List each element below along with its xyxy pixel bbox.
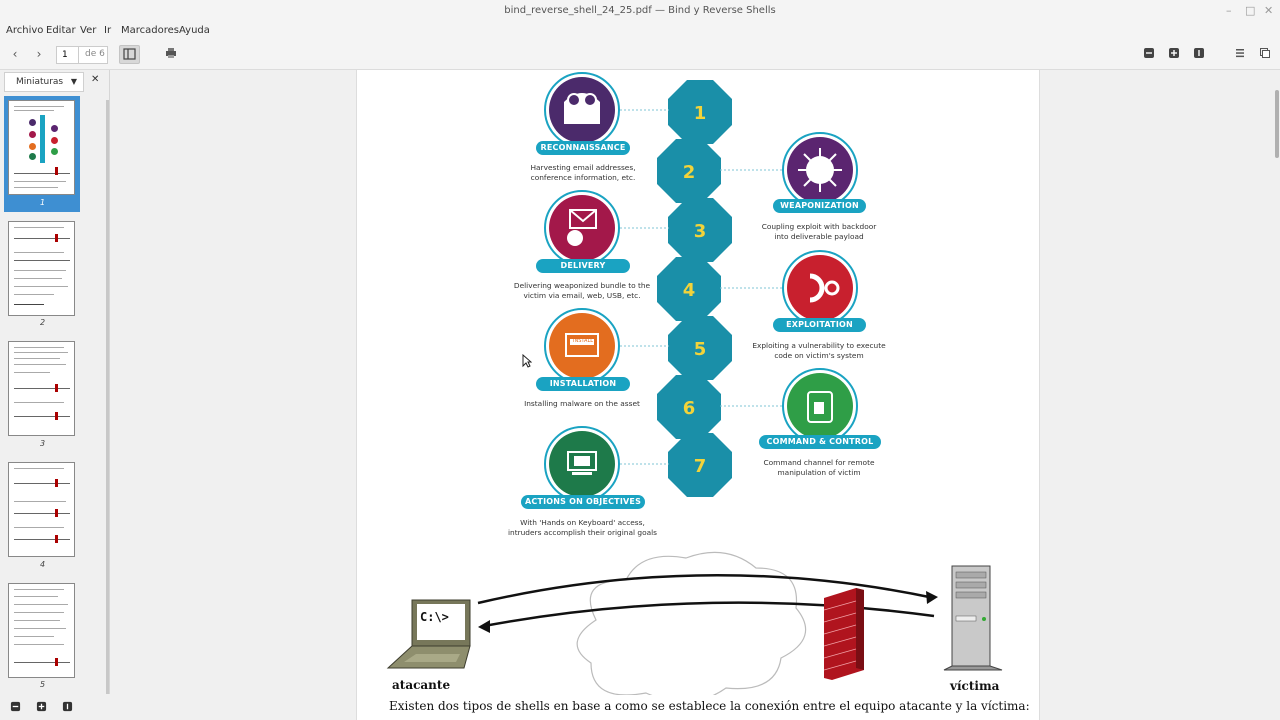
menu-ir[interactable]: Ir [104, 25, 112, 36]
minimize-icon[interactable]: – [1226, 4, 1232, 17]
step-title: EXPLOITATION [773, 318, 866, 332]
step-title: ACTIONS ON OBJECTIVES [521, 495, 645, 509]
step-title: WEAPONIZATION [773, 199, 866, 213]
menu-ayuda[interactable]: Ayuda [179, 25, 210, 36]
menu-marcadores[interactable]: Marcadores [121, 25, 179, 36]
step-number: 3 [694, 221, 707, 242]
thumbnail-number: 4 [40, 560, 46, 569]
sidebar-mode-label: Miniaturas [16, 77, 64, 87]
sidebar-scrollbar[interactable] [106, 100, 109, 720]
victim-label: víctima [950, 679, 1000, 693]
close-sidebar-icon[interactable]: ✕ [91, 74, 100, 85]
actual-size-icon[interactable] [62, 701, 73, 712]
thumbnail-number: 3 [40, 439, 46, 448]
arrow-to-attacker [483, 601, 935, 628]
server-icon [943, 565, 1003, 671]
back-icon[interactable]: ‹ [12, 47, 18, 61]
zoom-in-button[interactable] [1168, 47, 1180, 63]
attacker-label: atacante [392, 678, 451, 692]
viewer-scrollbar[interactable] [1275, 90, 1279, 158]
step-number: 7 [694, 456, 707, 477]
presentation-button[interactable] [1259, 47, 1271, 63]
menu-editar[interactable]: Editar [46, 25, 76, 36]
window-title-bar: bind_reverse_shell_24_25.pdf — Bind y Re… [0, 0, 1280, 22]
thumbnail-number: 2 [40, 318, 46, 327]
step-number: 1 [694, 103, 707, 124]
thumbnail-number: 1 [40, 198, 46, 207]
step-title: DELIVERY [536, 259, 630, 273]
menu-button[interactable] [1234, 47, 1246, 63]
thumbnail-page-1[interactable] [8, 100, 75, 195]
page-selector: de 6 [56, 46, 108, 64]
maximize-icon[interactable]: □ [1245, 4, 1256, 17]
thumbnail-page-4[interactable] [8, 462, 75, 557]
sidebar-toggle-button[interactable] [119, 45, 140, 64]
page-count: de 6 [85, 49, 105, 59]
sidebar-icon [123, 48, 136, 60]
chevron-down-icon: ▼ [70, 77, 77, 86]
step-title: COMMAND & CONTROL (C2) [759, 435, 881, 460]
printer-icon [166, 48, 176, 58]
command-prompt-text: C:\> [420, 610, 449, 624]
network-diagram: C:\> [386, 551, 1003, 695]
close-window-icon[interactable]: ✕ [1264, 4, 1274, 17]
step-number: 6 [683, 398, 696, 419]
thumbnail-page-2[interactable] [8, 221, 75, 316]
menu-bar: Archivo Editar Ver Ir Marcadores Ayuda [0, 22, 1280, 40]
sidebar-footer [0, 694, 110, 720]
window-title: bind_reverse_shell_24_25.pdf — Bind y Re… [504, 5, 776, 16]
zoom-out-icon[interactable] [10, 701, 21, 712]
cyber-kill-chain-graphic: INSTALL 1 2 3 4 5 6 7 [544, 72, 858, 502]
cloud-icon [576, 551, 807, 695]
arrow-to-victim [477, 573, 935, 605]
firewall-icon [823, 588, 864, 680]
toolbar [0, 40, 1280, 70]
step-number: 2 [683, 162, 696, 183]
hamburger-icon [1236, 49, 1244, 58]
step-title: INSTALLATION [536, 377, 630, 391]
print-button[interactable] [164, 46, 178, 64]
copy-icon [1260, 48, 1270, 58]
menu-ver[interactable]: Ver [80, 25, 97, 36]
page-number-input[interactable] [57, 47, 79, 63]
step-description: Installing malware on the asset [524, 399, 640, 408]
thumbnail-page-5[interactable] [8, 583, 75, 678]
step-number: 4 [683, 280, 696, 301]
install-screen-text: INSTALL [573, 338, 593, 344]
step-title: RECONNAISSANCE [536, 141, 630, 155]
forward-icon[interactable]: › [36, 47, 42, 61]
mouse-cursor-icon [522, 354, 532, 368]
thumbnail-number: 5 [40, 680, 46, 689]
zoom-out-button[interactable] [1143, 47, 1155, 63]
step-description: Harvesting email addresses,conference in… [530, 163, 636, 182]
step-number: 5 [694, 339, 707, 360]
menu-archivo[interactable]: Archivo [6, 25, 44, 36]
actual-size-button[interactable] [1193, 47, 1205, 63]
actual-size-icon [1194, 48, 1204, 58]
zoom-out-icon [1144, 48, 1154, 58]
zoom-in-icon [1169, 48, 1179, 58]
thumbnail-page-3[interactable] [8, 341, 75, 436]
zoom-in-icon[interactable] [36, 701, 47, 712]
sidebar-mode-selector[interactable]: Miniaturas ▼ [4, 72, 84, 92]
laptop-icon [386, 599, 471, 669]
step-description: With 'Hands on Keyboard' access,intruder… [507, 518, 658, 537]
paragraph-text: Existen dos tipos de shells en base a co… [389, 699, 1030, 713]
